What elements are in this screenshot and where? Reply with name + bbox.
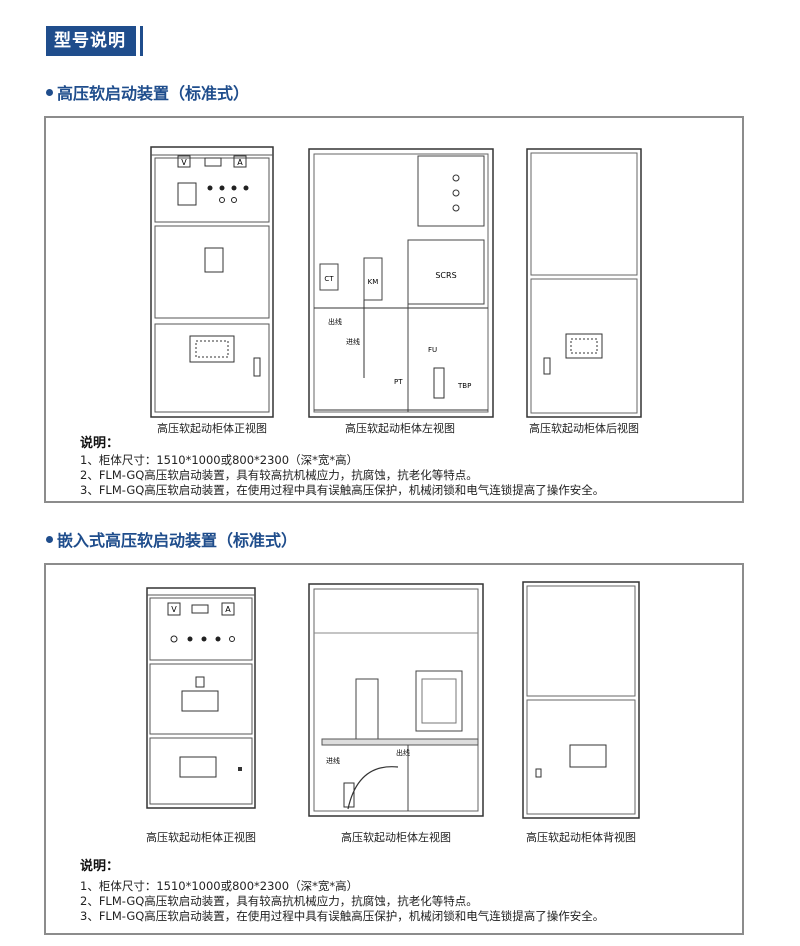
left-view-caption: 高压软起动柜体左视图 (345, 422, 455, 435)
section-2-title-text: 嵌入式高压软启动装置（标准式） (57, 531, 298, 550)
embedded-voltmeter-label: V (171, 605, 177, 614)
embedded-left-view-caption: 高压软起动柜体左视图 (341, 831, 451, 844)
section-1-title-text: 高压软启动装置（标准式） (57, 84, 250, 103)
fu-label: FU (428, 346, 437, 354)
embedded-ammeter-label: A (225, 605, 231, 614)
page-header-title: 型号说明 (46, 26, 143, 56)
section-1-panel: V A 高压软起动柜体正视图 SCRS KM CT 出线 进线 FU PT (44, 116, 744, 503)
pt-label: PT (394, 378, 403, 386)
embedded-back-view-drawing (522, 581, 640, 819)
km-label: KM (368, 278, 379, 286)
tbp-label: TBP (457, 382, 471, 390)
control-switch-icon (177, 182, 197, 206)
rear-door-handle-icon (543, 357, 551, 375)
section-2-panel: V A 高压软起动柜体正视图 出线 进线 高压软起动柜体左视图 高压软起动柜体 (44, 563, 744, 935)
back-view-caption: 高压软起动柜体后视图 (529, 422, 639, 435)
front-view-caption: 高压软起动柜体正视图 (157, 422, 267, 435)
embedded-outline-label: 出线 (396, 748, 410, 757)
scrs-label: SCRS (435, 271, 456, 280)
inline-label: 进线 (346, 337, 360, 346)
embedded-front-view-caption: 高压软起动柜体正视图 (146, 831, 256, 844)
front-view-drawing: V A (150, 146, 274, 418)
section-2-title: 嵌入式高压软启动装置（标准式） (46, 527, 297, 551)
section-2-note-2: 2、FLM-GQ高压软启动装置，具有较高抗机械应力，抗腐蚀，抗老化等特点。 (80, 894, 478, 908)
embedded-left-view-drawing: 出线 进线 (308, 583, 484, 817)
ammeter-label: A (237, 158, 243, 167)
bullet-icon (46, 89, 53, 96)
section-2-note-1: 1、柜体尺寸：1510*1000或800*2300（深*宽*高） (80, 879, 359, 893)
bullet-icon (46, 536, 53, 543)
section-1-note-3: 3、FLM-GQ高压软启动装置，在使用过程中具有误触高压保护，机械闭锁和电气连锁… (80, 483, 605, 497)
interlock-handle-icon (204, 247, 224, 273)
outline-label: 出线 (328, 317, 342, 326)
section-1-notes-title: 说明： (80, 436, 120, 451)
embedded-front-view-drawing: V A (146, 587, 256, 809)
section-2-notes-title: 说明： (80, 859, 120, 874)
back-view-drawing (526, 148, 642, 418)
section-2-note-3: 3、FLM-GQ高压软启动装置，在使用过程中具有误触高压保护，机械闭锁和电气连锁… (80, 909, 605, 923)
section-1-note-1: 1、柜体尺寸：1510*1000或800*2300（深*宽*高） (80, 453, 359, 467)
door-handle-icon (253, 357, 261, 377)
left-view-drawing: SCRS KM CT 出线 进线 FU PT TBP (308, 148, 494, 418)
embedded-inline-label: 进线 (326, 756, 340, 765)
section-1-title: 高压软启动装置（标准式） (46, 80, 249, 104)
ct-label: CT (324, 275, 334, 283)
section-1-note-2: 2、FLM-GQ高压软启动装置，具有较高抗机械应力，抗腐蚀，抗老化等特点。 (80, 468, 478, 482)
voltmeter-label: V (181, 158, 187, 167)
embedded-back-view-caption: 高压软起动柜体背视图 (526, 831, 636, 844)
